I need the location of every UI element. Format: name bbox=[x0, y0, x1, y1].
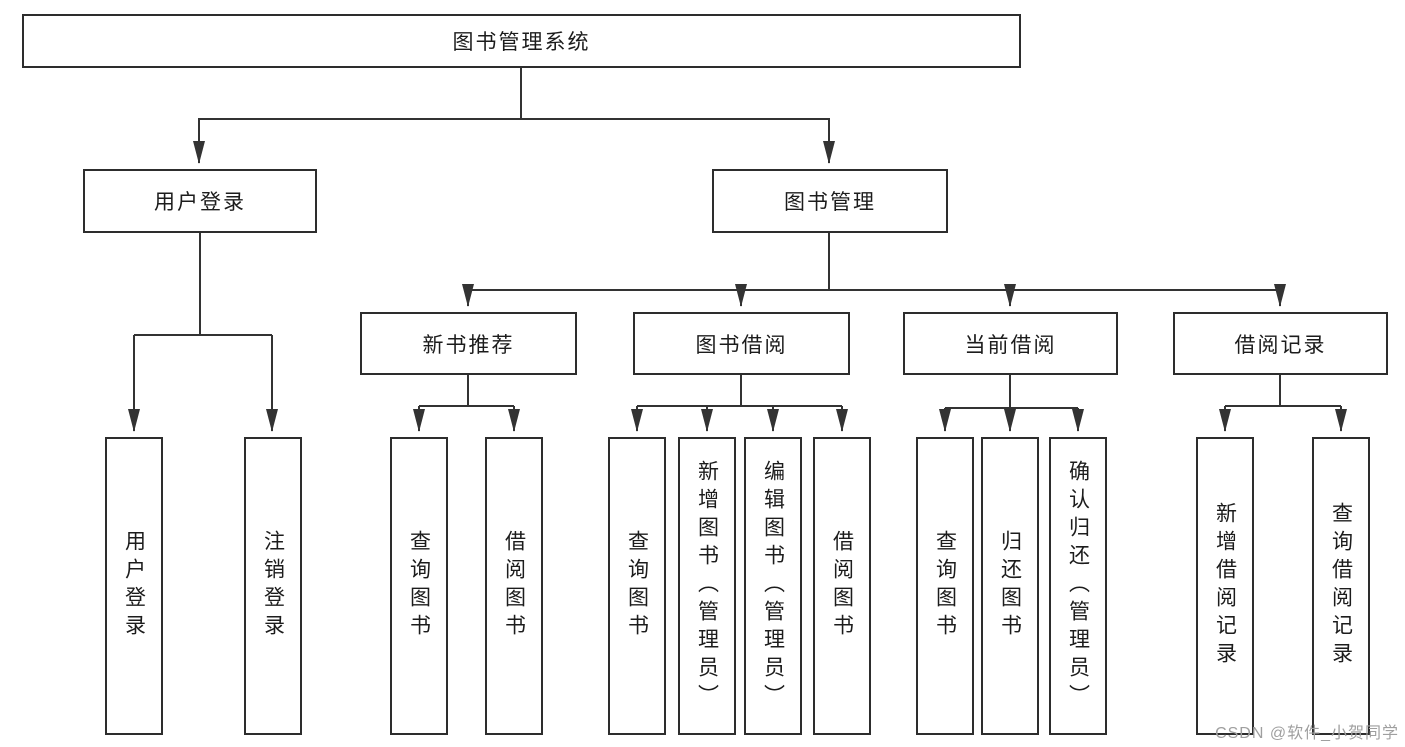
leaf-return-book-label: 归还图书 bbox=[998, 530, 1022, 642]
node-new-book-recommend-label: 新书推荐 bbox=[422, 333, 515, 357]
leaf-borrow-books-recommend: 借阅图书 bbox=[485, 437, 543, 735]
leaf-query-books-recommend-label: 查询图书 bbox=[407, 530, 431, 642]
leaf-query-books-recommend: 查询图书 bbox=[390, 437, 448, 735]
node-root-system: 图书管理系统 bbox=[22, 14, 1021, 68]
leaf-logout-label: 注销登录 bbox=[261, 530, 285, 642]
csdn-watermark: CSDN @软件_小贺同学 bbox=[1215, 725, 1399, 742]
leaf-query-books-borrow-label: 查询图书 bbox=[625, 530, 649, 642]
leaf-borrow-books-label: 借阅图书 bbox=[830, 530, 854, 642]
node-book-management: 图书管理 bbox=[712, 169, 948, 233]
leaf-logout: 注销登录 bbox=[244, 437, 302, 735]
node-user-login-label: 用户登录 bbox=[154, 191, 246, 214]
leaf-query-borrow-record: 查询借阅记录 bbox=[1312, 437, 1370, 735]
node-book-management-label: 图书管理 bbox=[784, 191, 876, 214]
leaf-user-login: 用户登录 bbox=[105, 437, 163, 735]
leaf-add-book-admin-label: 新增图书（管理员） bbox=[695, 460, 719, 712]
node-book-borrow-label: 图书借阅 bbox=[695, 333, 788, 357]
leaf-query-books-current: 查询图书 bbox=[916, 437, 974, 735]
node-root-system-label: 图书管理系统 bbox=[452, 31, 591, 54]
node-user-login: 用户登录 bbox=[83, 169, 317, 233]
leaf-borrow-books-recommend-label: 借阅图书 bbox=[502, 530, 526, 642]
leaf-user-login-label: 用户登录 bbox=[122, 530, 146, 642]
leaf-confirm-return-admin-label: 确认归还（管理员） bbox=[1066, 460, 1090, 712]
leaf-confirm-return-admin: 确认归还（管理员） bbox=[1049, 437, 1107, 735]
leaf-query-books-borrow: 查询图书 bbox=[608, 437, 666, 735]
node-borrow-records: 借阅记录 bbox=[1173, 312, 1388, 375]
leaf-borrow-books: 借阅图书 bbox=[813, 437, 871, 735]
node-borrow-records-label: 借阅记录 bbox=[1234, 333, 1327, 357]
node-current-borrow-label: 当前借阅 bbox=[964, 333, 1057, 357]
leaf-add-borrow-record: 新增借阅记录 bbox=[1196, 437, 1254, 735]
leaf-add-borrow-record-label: 新增借阅记录 bbox=[1213, 502, 1237, 670]
node-book-borrow: 图书借阅 bbox=[633, 312, 850, 375]
node-current-borrow: 当前借阅 bbox=[903, 312, 1118, 375]
leaf-query-borrow-record-label: 查询借阅记录 bbox=[1329, 502, 1353, 670]
leaf-query-books-current-label: 查询图书 bbox=[933, 530, 957, 642]
leaf-edit-book-admin-label: 编辑图书（管理员） bbox=[761, 460, 785, 712]
node-new-book-recommend: 新书推荐 bbox=[360, 312, 577, 375]
leaf-return-book: 归还图书 bbox=[981, 437, 1039, 735]
leaf-edit-book-admin: 编辑图书（管理员） bbox=[744, 437, 802, 735]
leaf-add-book-admin: 新增图书（管理员） bbox=[678, 437, 736, 735]
